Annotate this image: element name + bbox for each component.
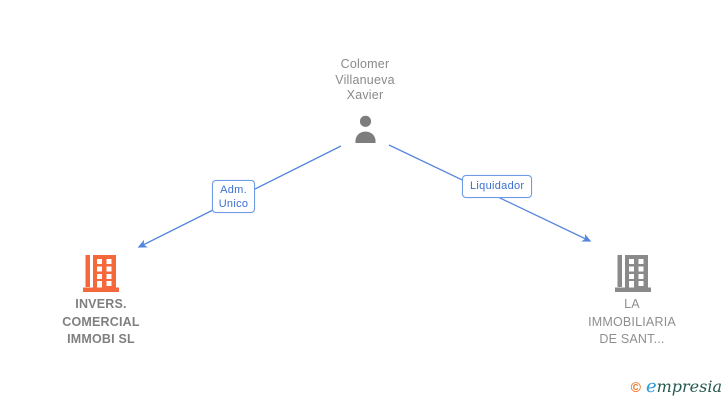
copyright-icon: ©	[630, 379, 641, 395]
edge-label-adm-unico: Adm. Unico	[212, 180, 255, 213]
brand-wordmark: empresia	[646, 376, 722, 397]
person-icon[interactable]	[352, 114, 379, 143]
person-name[interactable]: Colomer Villanueva Xavier	[335, 57, 395, 102]
brand-rest: mpresia	[656, 377, 722, 396]
building-icon[interactable]	[83, 254, 119, 292]
empresia-logo: © empresia	[631, 376, 722, 397]
building-icon[interactable]	[615, 254, 651, 292]
company-label[interactable]: LA IMMOBILIARIA DE SANT...	[588, 297, 676, 346]
edge-label-liquidador: Liquidador	[462, 175, 533, 198]
company-label[interactable]: INVERS. COMERCIAL IMMOBI SL	[62, 297, 140, 346]
brand-initial: e	[645, 376, 657, 397]
